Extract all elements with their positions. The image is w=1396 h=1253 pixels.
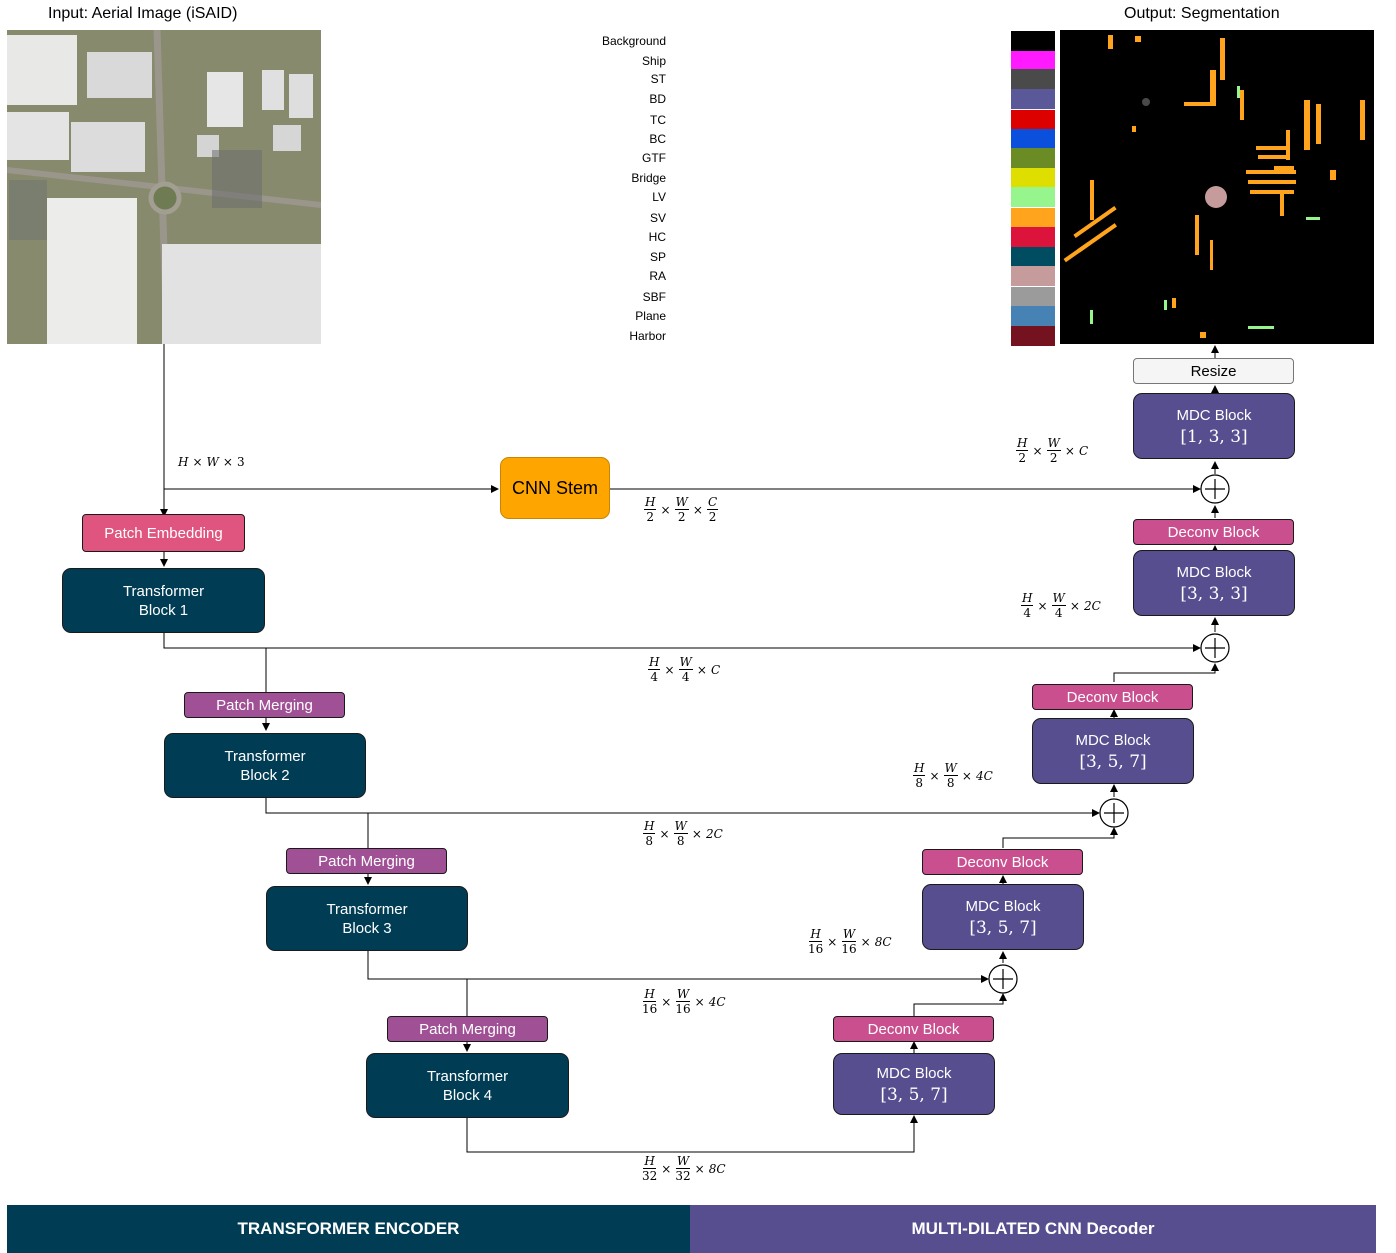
legend-swatch	[1011, 306, 1055, 326]
legend-label: Plane	[635, 309, 666, 323]
legend-item: BD	[0, 89, 1056, 109]
legend-label: BD	[649, 92, 666, 106]
aerial-image	[7, 30, 321, 344]
legend-label: TC	[650, 113, 666, 127]
legend-swatch	[1011, 110, 1055, 130]
legend-label: GTF	[642, 151, 666, 165]
output-title: Output: Segmentation	[1124, 5, 1280, 22]
legend-swatch	[1011, 247, 1055, 267]
legend-label: HC	[648, 230, 666, 244]
legend-item: Ship	[0, 51, 1056, 71]
deconv-block-4: Deconv Block	[1133, 519, 1294, 545]
legend-swatch	[1011, 31, 1055, 51]
legend-item: Background	[0, 31, 1056, 51]
decoder-banner: MULTI-DILATED CNN Decoder	[690, 1205, 1376, 1253]
patch-merging-3: Patch Merging	[387, 1016, 548, 1042]
legend-label: Ship	[641, 54, 666, 68]
deconv-block-2: Deconv Block	[922, 849, 1083, 875]
segmentation-output	[1060, 30, 1374, 344]
legend-item: TC	[0, 110, 1056, 130]
legend-label: SBF	[642, 290, 666, 304]
legend-swatch	[1011, 129, 1055, 149]
legend-item: Bridge	[0, 168, 1056, 188]
legend-swatch	[1011, 89, 1055, 109]
legend-label: RA	[649, 269, 666, 283]
patch-merging-2: Patch Merging	[286, 848, 447, 874]
legend-item: BC	[0, 129, 1056, 149]
deconv-block-3: Deconv Block	[1032, 684, 1193, 710]
patch-embedding: Patch Embedding	[82, 514, 245, 552]
legend-item: HC	[0, 227, 1056, 247]
input-dim-label: H×W×3	[178, 455, 245, 469]
legend-label: SV	[649, 211, 666, 225]
legend-swatch	[1011, 148, 1055, 168]
legend-item: RA	[0, 266, 1056, 286]
deconv-block-1: Deconv Block	[833, 1016, 994, 1042]
legend-swatch	[1011, 326, 1055, 346]
mdc-block-4: MDC Block[3, 3, 3]	[1133, 550, 1295, 616]
legend-label: Bridge	[631, 171, 666, 185]
legend-swatch	[1011, 69, 1055, 89]
legend-item: ST	[0, 69, 1056, 89]
legend-swatch	[1011, 187, 1055, 207]
legend-item: Plane	[0, 306, 1056, 326]
legend-swatch	[1011, 227, 1055, 247]
input-title: Input: Aerial Image (iSAID)	[48, 5, 238, 22]
legend-swatch	[1011, 208, 1055, 228]
resize-block: Resize	[1133, 358, 1294, 384]
legend-item: SBF	[0, 287, 1056, 307]
legend-swatch	[1011, 51, 1055, 71]
legend-swatch	[1011, 287, 1055, 307]
cnn-stem: CNN Stem	[500, 457, 610, 519]
mdc-block-5: MDC Block[1, 3, 3]	[1133, 393, 1295, 459]
legend-label: BC	[649, 132, 666, 146]
legend-label: LV	[652, 190, 666, 204]
legend-item: SV	[0, 208, 1056, 228]
patch-merging-1: Patch Merging	[184, 692, 345, 718]
legend-label: Harbor	[629, 329, 666, 343]
legend-label: Background	[601, 34, 666, 48]
legend-swatch	[1011, 168, 1055, 188]
mdc-block-3: MDC Block[3, 5, 7]	[1032, 718, 1194, 784]
legend-item: LV	[0, 187, 1056, 207]
legend-label: ST	[650, 72, 666, 86]
legend-item: Harbor	[0, 326, 1056, 346]
mdc-block-1: MDC Block[3, 5, 7]	[833, 1053, 995, 1115]
legend-item: SP	[0, 247, 1056, 267]
mdc-block-2: MDC Block[3, 5, 7]	[922, 884, 1084, 950]
legend-item: GTF	[0, 148, 1056, 168]
encoder-banner: TRANSFORMER ENCODER	[7, 1205, 690, 1253]
legend-label: SP	[649, 250, 666, 264]
legend-swatch	[1011, 266, 1055, 286]
